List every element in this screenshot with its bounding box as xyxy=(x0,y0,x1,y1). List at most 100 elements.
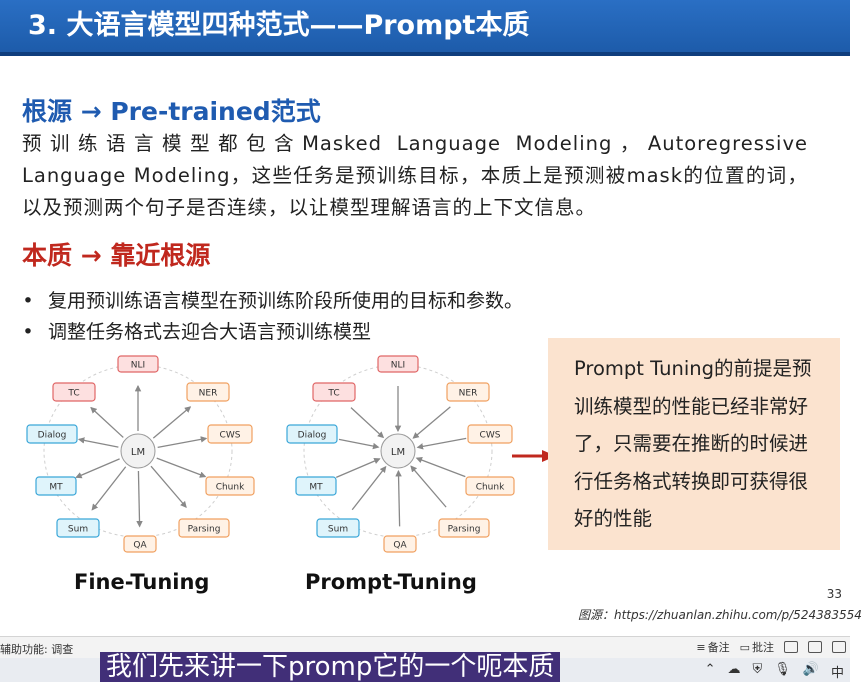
edge-arrow xyxy=(136,470,143,528)
fine-tuning-caption: Fine-Tuning xyxy=(74,570,210,594)
task-node xyxy=(446,382,490,402)
video-subtitle: 我们先来讲一下promp它的一个呃本质 xyxy=(100,652,561,682)
task-node-label: Sum xyxy=(328,525,348,535)
edge-arrow xyxy=(416,437,467,450)
accessibility-status[interactable]: 辅助功能: 调查 xyxy=(0,643,74,656)
notes-icon: ≡ xyxy=(696,640,706,654)
edge-arrow xyxy=(410,465,447,508)
callout-box: Prompt Tuning的前提是预训练模型的性能已经非常好了，只需要在推断的时… xyxy=(548,338,840,550)
task-node xyxy=(178,518,230,538)
speaker-icon[interactable]: 🔊 xyxy=(802,662,819,677)
lm-node-label: LM xyxy=(131,447,145,458)
lm-node xyxy=(120,433,156,469)
task-node-label: QA xyxy=(393,541,407,551)
task-node xyxy=(35,476,77,496)
task-node-label: Chunk xyxy=(476,483,505,493)
task-node-label: TC xyxy=(67,389,79,399)
slide-canvas: 根源 → Pre-trained范式 预训练语言模型都包含Masked Lang… xyxy=(0,56,862,636)
status-bar-controls: ≡备注 ▭批注 xyxy=(696,639,846,655)
task-node-label: Dialog xyxy=(298,431,327,441)
task-node-label: Sum xyxy=(68,525,88,535)
task-node-label: CWS xyxy=(220,431,241,441)
lm-node-label: LM xyxy=(391,447,405,458)
task-node xyxy=(207,424,253,444)
edge-arrow xyxy=(415,456,466,478)
task-node xyxy=(438,518,490,538)
slide-sorter-icon[interactable] xyxy=(808,641,822,653)
normal-view-icon[interactable] xyxy=(784,641,798,653)
comment-icon: ▭ xyxy=(739,640,750,654)
image-source: 图源：https://zhuanlan.zhihu.com/p/52438355… xyxy=(578,608,862,622)
edge-arrow xyxy=(338,438,380,450)
task-node-label: Parsing xyxy=(448,525,481,535)
task-node-label: Chunk xyxy=(216,483,245,493)
shield-icon[interactable]: ⛨ xyxy=(752,662,763,677)
bullet-text: 调整任务格式去迎合大语言预训练模型 xyxy=(48,321,372,343)
task-node xyxy=(286,424,338,444)
task-node xyxy=(52,382,96,402)
task-node-label: CWS xyxy=(480,431,501,441)
task-node-label: TC xyxy=(327,389,339,399)
title-underline xyxy=(0,52,850,56)
task-node-label: NER xyxy=(459,389,478,399)
task-node xyxy=(465,476,515,496)
task-node-label: MT xyxy=(309,483,323,493)
reading-view-icon[interactable] xyxy=(832,641,846,653)
bullet-item: • 调整任务格式去迎合大语言预训练模型 xyxy=(22,317,523,348)
lm-node xyxy=(380,433,416,469)
task-node-label: Dialog xyxy=(38,431,67,441)
task-node-label: Parsing xyxy=(188,525,221,535)
page-number: 33 xyxy=(826,587,842,601)
comments-label: 批注 xyxy=(752,641,774,654)
root-paragraph: 预训练语言模型都包含Masked Language Modeling，Autor… xyxy=(22,132,808,219)
task-node-label: NLI xyxy=(131,361,145,371)
notes-button[interactable]: ≡备注 xyxy=(696,639,729,655)
prompt-tuning-caption: Prompt-Tuning xyxy=(305,570,477,594)
edge-arrow xyxy=(152,406,192,439)
task-node xyxy=(383,535,417,553)
task-node xyxy=(26,424,78,444)
bullet-dot-icon: • xyxy=(22,321,34,343)
edge-arrow xyxy=(156,457,207,478)
edge-arrow xyxy=(412,406,451,439)
microphone-icon[interactable]: 🎙 xyxy=(774,662,791,677)
task-node xyxy=(295,476,337,496)
task-node-label: NER xyxy=(199,389,218,399)
slide-title: 3. 大语言模型四种范式——Prompt本质 xyxy=(28,10,530,41)
edge-arrow xyxy=(91,466,127,511)
task-node-label: MT xyxy=(49,483,63,493)
chevron-up-icon[interactable]: ⌃ xyxy=(704,662,716,677)
essence-bullet-list: •复用预训练语言模型在预训练阶段所使用的目标和参数。 • 调整任务格式去迎合大语言… xyxy=(22,286,523,348)
task-node xyxy=(316,518,360,538)
task-node xyxy=(123,535,157,553)
edge-arrow xyxy=(150,465,187,508)
edge-arrow xyxy=(77,437,119,448)
edge-arrow xyxy=(157,436,208,449)
system-tray: ⌃ ☁ ⛨ 🎙 🔊 中 xyxy=(705,662,844,681)
essence-heading: 本质 → 靠近根源 xyxy=(22,241,211,270)
task-node xyxy=(377,355,419,373)
task-node-label: QA xyxy=(133,541,147,551)
ime-indicator[interactable]: 中 xyxy=(830,666,844,681)
edge-arrow xyxy=(75,458,120,479)
task-node xyxy=(205,476,255,496)
notes-label: 备注 xyxy=(707,641,730,654)
edge-arrow xyxy=(351,465,387,511)
dashed-ring xyxy=(303,364,493,538)
edge-arrow xyxy=(335,457,381,478)
bullet-item: •复用预训练语言模型在预训练阶段所使用的目标和参数。 xyxy=(22,286,523,317)
task-node xyxy=(467,424,513,444)
dashed-ring xyxy=(43,364,233,538)
edge-arrow xyxy=(395,469,402,527)
edge-arrow xyxy=(90,406,124,438)
edge-arrow xyxy=(350,407,385,439)
task-node-label: NLI xyxy=(391,361,405,371)
root-heading: 根源 → Pre-trained范式 xyxy=(22,97,321,126)
cloud-icon[interactable]: ☁ xyxy=(727,662,741,677)
task-node xyxy=(186,382,230,402)
comments-button[interactable]: ▭批注 xyxy=(740,639,774,655)
